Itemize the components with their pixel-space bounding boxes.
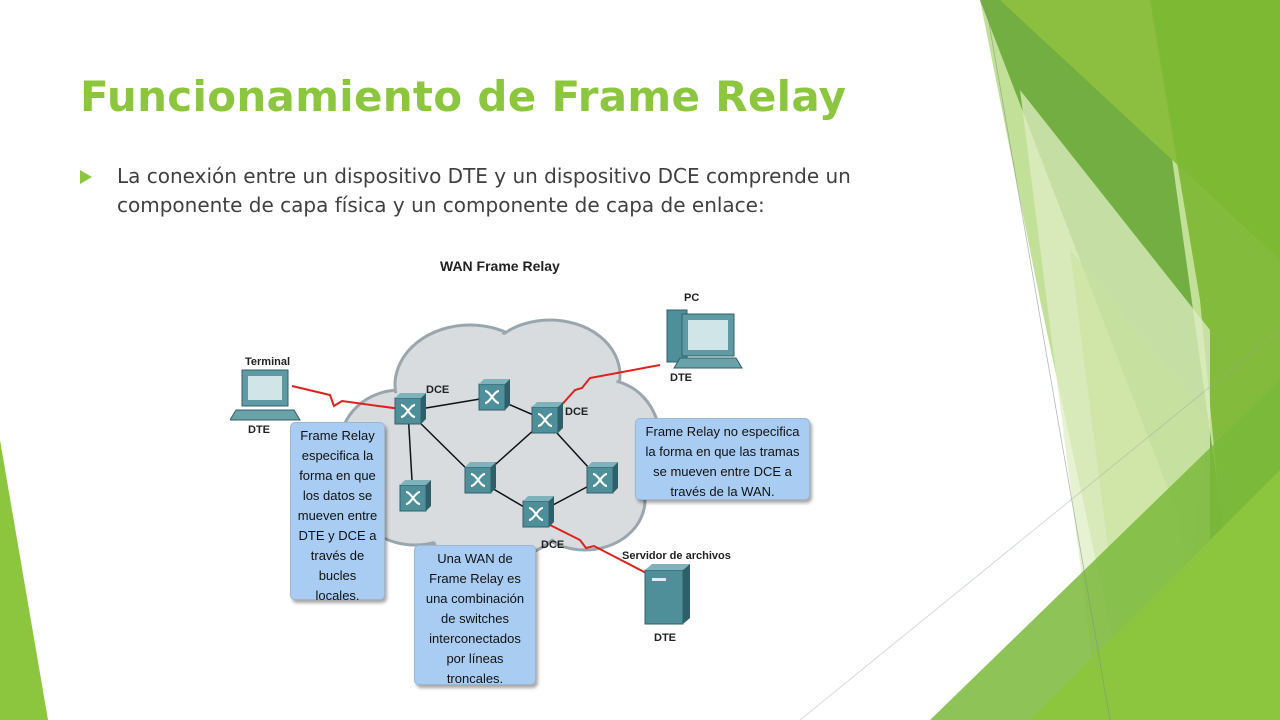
callout-right: Frame Relay no especifica la forma en qu…	[635, 418, 810, 500]
terminal-dte-label: DTE	[248, 424, 270, 436]
dce-label-left: DCE	[426, 384, 450, 396]
callout-bottom: Una WAN de Frame Relay es una combinació…	[414, 545, 536, 686]
file-server-label: Servidor de archivos	[622, 550, 731, 562]
diagram-title: WAN Frame Relay	[440, 258, 560, 274]
dce-label-right: DCE	[565, 406, 589, 418]
dce-label-bottom: DCE	[541, 539, 565, 551]
frame-relay-diagram: WAN Frame Relay Terminal DTE PC DTE Serv…	[230, 250, 820, 695]
file-server-icon	[644, 564, 690, 625]
link-pc	[547, 364, 661, 421]
slide-title: Funcionamiento de Frame Relay	[80, 72, 847, 121]
pc-label: PC	[684, 292, 700, 304]
callout-left: Frame Relay especifica la forma en que l…	[290, 422, 385, 603]
link-server	[535, 517, 651, 576]
bullet-text: La conexión entre un dispositivo DTE y u…	[117, 164, 851, 217]
pc-computer-icon	[666, 309, 743, 369]
server-dte-label: DTE	[654, 632, 676, 644]
link-terminal	[291, 385, 409, 411]
switch-icons	[394, 379, 618, 528]
terminal-label: Terminal	[245, 356, 291, 368]
network-graphic	[230, 309, 743, 625]
pc-dte-label: DTE	[670, 372, 692, 384]
bullet-arrow-icon	[80, 170, 92, 184]
terminal-computer-icon	[230, 369, 301, 421]
